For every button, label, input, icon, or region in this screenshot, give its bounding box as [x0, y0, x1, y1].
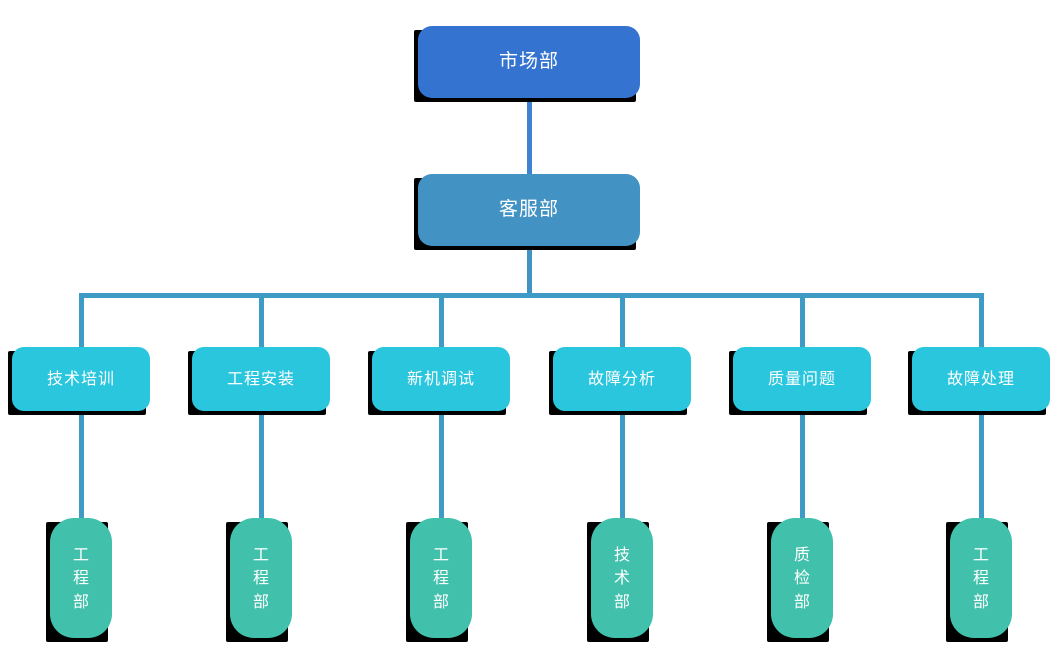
node-label: 质检部: [771, 518, 833, 638]
node-fault-handling[interactable]: 故障处理: [908, 347, 1050, 415]
node-label: 故障处理: [912, 347, 1050, 411]
node-fault-analysis[interactable]: 故障分析: [549, 347, 691, 415]
connector-bus-to-n8: [979, 293, 984, 351]
node-quality-issues[interactable]: 质量问题: [729, 347, 871, 415]
connector-bus-to-n6: [620, 293, 625, 351]
node-technical-training[interactable]: 技术培训: [8, 347, 150, 415]
connector-bus-to-n4: [259, 293, 264, 351]
node-engineering-dept-2[interactable]: 工程部: [226, 518, 292, 642]
node-label-char: 工: [72, 545, 89, 565]
connector-bus-to-n7: [800, 293, 805, 351]
node-quality-inspection-dept[interactable]: 质检部: [767, 518, 833, 642]
connector-level3-to-n10: [259, 411, 264, 521]
node-technical-dept[interactable]: 技术部: [587, 518, 653, 642]
node-label: 工程部: [50, 518, 112, 638]
connector-bus-to-n5: [439, 293, 444, 351]
connector-bus-to-n3: [79, 293, 84, 351]
node-label-char: 程: [972, 568, 989, 588]
node-label-char: 工: [252, 545, 269, 565]
node-engineering-dept-3[interactable]: 工程部: [406, 518, 472, 642]
node-label: 工程部: [410, 518, 472, 638]
node-label-char: 部: [793, 591, 810, 611]
node-label: 工程部: [230, 518, 292, 638]
node-label-char: 检: [793, 568, 810, 588]
horizontal-bus-line: [81, 293, 981, 298]
connector-customer-service-to-bus: [527, 246, 532, 296]
connector-level3-to-n12: [620, 411, 625, 521]
node-new-machine-commissioning[interactable]: 新机调试: [368, 347, 510, 415]
node-label-char: 工: [972, 545, 989, 565]
node-label-char: 部: [432, 591, 449, 611]
node-label: 质量问题: [733, 347, 871, 411]
connector-level3-to-n14: [979, 411, 984, 521]
node-label: 工程部: [950, 518, 1012, 638]
node-label: 技术培训: [12, 347, 150, 411]
node-label-char: 术: [613, 568, 630, 588]
node-label: 技术部: [591, 518, 653, 638]
connector-level3-to-n13: [800, 411, 805, 521]
node-customer-service-department[interactable]: 客服部: [414, 174, 640, 250]
node-engineering-dept-4[interactable]: 工程部: [946, 518, 1012, 642]
node-engineering-dept-1[interactable]: 工程部: [46, 518, 112, 642]
node-label-char: 程: [432, 568, 449, 588]
node-label: 故障分析: [553, 347, 691, 411]
node-engineering-installation[interactable]: 工程安装: [188, 347, 330, 415]
connector-level3-to-n11: [439, 411, 444, 521]
connector-level3-to-n9: [79, 411, 84, 521]
node-label: 工程安装: [192, 347, 330, 411]
node-label-char: 部: [252, 591, 269, 611]
node-marketing-department[interactable]: 市场部: [414, 26, 640, 102]
node-label-char: 技: [613, 545, 630, 565]
node-label-char: 部: [972, 591, 989, 611]
node-label: 市场部: [418, 26, 640, 98]
node-label-char: 部: [613, 591, 630, 611]
node-label: 新机调试: [372, 347, 510, 411]
node-label-char: 工: [432, 545, 449, 565]
node-label-char: 质: [793, 545, 810, 565]
connector-marketing-to-customer-service: [527, 98, 532, 176]
node-label-char: 程: [72, 568, 89, 588]
node-label-char: 部: [72, 591, 89, 611]
node-label-char: 程: [252, 568, 269, 588]
node-label: 客服部: [418, 174, 640, 246]
